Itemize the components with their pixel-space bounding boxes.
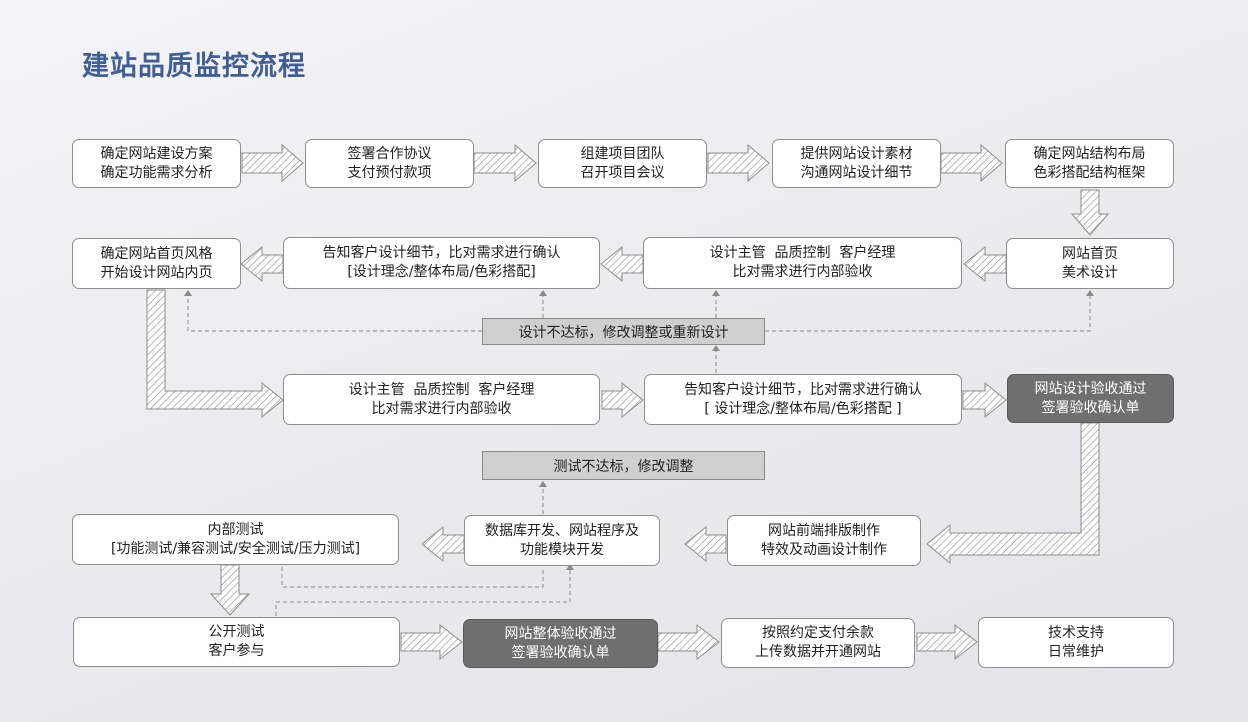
step-box: 提供网站设计素材 沟通网站设计细节: [772, 139, 941, 188]
step-box: 公开测试 客户参与: [73, 617, 400, 667]
arrow-right: [940, 143, 1003, 183]
step-box: 确定网站建设方案 确定功能需求分析: [72, 139, 241, 188]
step-box: 告知客户设计细节，比对需求进行确认 [设计理念/整体布局/色彩搭配]: [283, 237, 600, 289]
arrow-down-right: [146, 289, 284, 419]
arrow-right: [241, 143, 304, 183]
step-box: 内部测试 [功能测试/兼容测试/安全测试/压力测试]: [72, 514, 399, 565]
step-box: 组建项目团队 召开项目会议: [538, 139, 707, 188]
arrow-left: [421, 525, 465, 563]
arrow-left: [684, 525, 727, 563]
page-title: 建站品质监控流程: [82, 51, 306, 82]
arrow-left: [240, 245, 284, 283]
step-box: 签署合作协议 支付预付款项: [305, 139, 474, 188]
step-box: 数据库开发、网站程序及 功能模块开发: [464, 515, 660, 566]
arrow-right: [962, 381, 1007, 419]
step-box: 按照约定支付余款 上传数据并开通网站: [721, 618, 915, 668]
arrow-right: [473, 143, 537, 183]
step-box: 告知客户设计细节，比对需求进行确认 [ 设计理念/整体布局/色彩搭配 ]: [644, 374, 962, 425]
arrow-right: [400, 623, 463, 661]
arrow-right: [916, 623, 978, 661]
step-box: 网站前端排版制作 特效及动画设计制作: [727, 515, 921, 566]
feedback-line: [275, 570, 571, 616]
arrow-right: [707, 143, 770, 183]
arrow-down: [1070, 189, 1110, 236]
step-box: 设计主管 品质控制 客户经理 比对需求进行内部验收: [643, 237, 962, 289]
arrow-right: [601, 381, 644, 419]
arrow-left: [963, 245, 1007, 283]
feedback-line: [187, 296, 482, 332]
feedback-line: [765, 296, 1091, 332]
arrow-right: [657, 623, 720, 661]
step-box-milestone: 网站整体验收通过 签署验收确认单: [463, 619, 658, 668]
arrow-down: [209, 564, 251, 616]
arrow-left: [600, 245, 644, 283]
design-fail-banner: 设计不达标，修改调整或重新设计: [482, 318, 765, 345]
step-box: 技术支持 日常维护: [978, 617, 1174, 668]
arrow-down-left: [926, 422, 1100, 565]
step-box: 网站首页 美术设计: [1006, 238, 1174, 289]
step-box-milestone: 网站设计验收通过 签署验收确认单: [1007, 374, 1174, 423]
feedback-line: [281, 567, 544, 588]
step-box: 设计主管 品质控制 客户经理 比对需求进行内部验收: [283, 374, 600, 425]
step-box: 确定网站结构布局 色彩搭配结构框架: [1005, 139, 1174, 188]
test-fail-banner: 测试不达标，修改调整: [482, 451, 765, 480]
step-box: 确定网站首页风格 开始设计网站内页: [72, 238, 241, 289]
